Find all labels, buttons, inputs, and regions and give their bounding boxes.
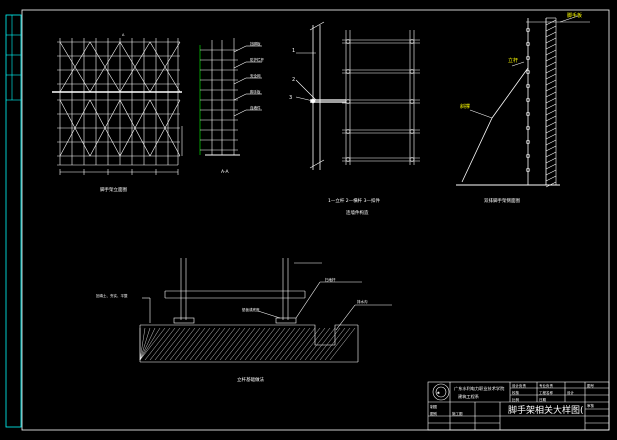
caption-pole-base: 立杆基础做法: [237, 376, 264, 383]
title-cell: 专业负责: [539, 383, 553, 388]
title-cell: 校核: [512, 390, 520, 395]
title-cell: 施工图: [452, 411, 463, 416]
section-label: 安全网: [250, 73, 261, 78]
detail-scaffold-elevation: A: [52, 33, 183, 175]
detail-section-aa: [199, 38, 262, 156]
title-dept: 建筑工程系: [458, 393, 479, 400]
dim-label-a: A: [122, 33, 125, 37]
detail-side-brace: [456, 15, 590, 188]
title-cell: 设计: [567, 390, 575, 395]
section-label: 脚手板: [250, 89, 261, 94]
tie-label-3: 3: [289, 95, 292, 101]
title-block: [427, 381, 610, 431]
label-diagonal-brace: 斜撑: [460, 103, 470, 110]
label-toe-board: 脚手板: [567, 12, 582, 19]
tie-label-2: 2: [292, 77, 295, 83]
section-label: 连墙件: [250, 105, 261, 110]
title-cell: 比例: [512, 397, 520, 402]
label-drain-ditch: 排水沟: [357, 299, 368, 304]
caption-section-aa: A-A: [221, 169, 230, 175]
tie-legend: 1—立杆 2—横杆 3—扣件: [328, 197, 380, 204]
school-logo-icon: ✱: [437, 391, 440, 395]
title-cell: 日期: [539, 397, 547, 402]
drawing-title: 脚手架相关大样图(: [508, 404, 584, 416]
title-cell: 工程名称: [539, 390, 553, 395]
title-cell: 设计负责: [512, 383, 526, 388]
label-base-plate: 垫板或底座: [242, 307, 260, 312]
section-label: 防护栏杆: [250, 57, 264, 62]
label-sweep-pole: 扫地杆: [325, 277, 336, 282]
title-cell: 制图: [430, 404, 438, 409]
title-cell: 审核: [587, 403, 595, 408]
title-cell: 图号: [587, 383, 595, 388]
section-label: 挡脚板: [250, 41, 261, 46]
binding-strip: [5, 14, 22, 428]
tie-label-1: 1: [292, 48, 295, 54]
caption-scaffold-elevation: 脚手架立面图: [100, 186, 127, 193]
detail-wall-tie: [295, 21, 420, 170]
caption-side-brace: 双排脚手架侧面图: [484, 197, 520, 204]
title-cell: 图别: [430, 411, 438, 416]
label-backfill: 回填土、夯实、平整: [96, 293, 128, 298]
caption-wall-tie: 连墙件构造: [346, 209, 369, 216]
detail-pole-base: [139, 258, 392, 363]
title-school: 广东水利电力职业技术学院: [454, 385, 505, 392]
label-standard-pole: 立杆: [508, 57, 518, 64]
drawing-frame: [21, 9, 610, 431]
